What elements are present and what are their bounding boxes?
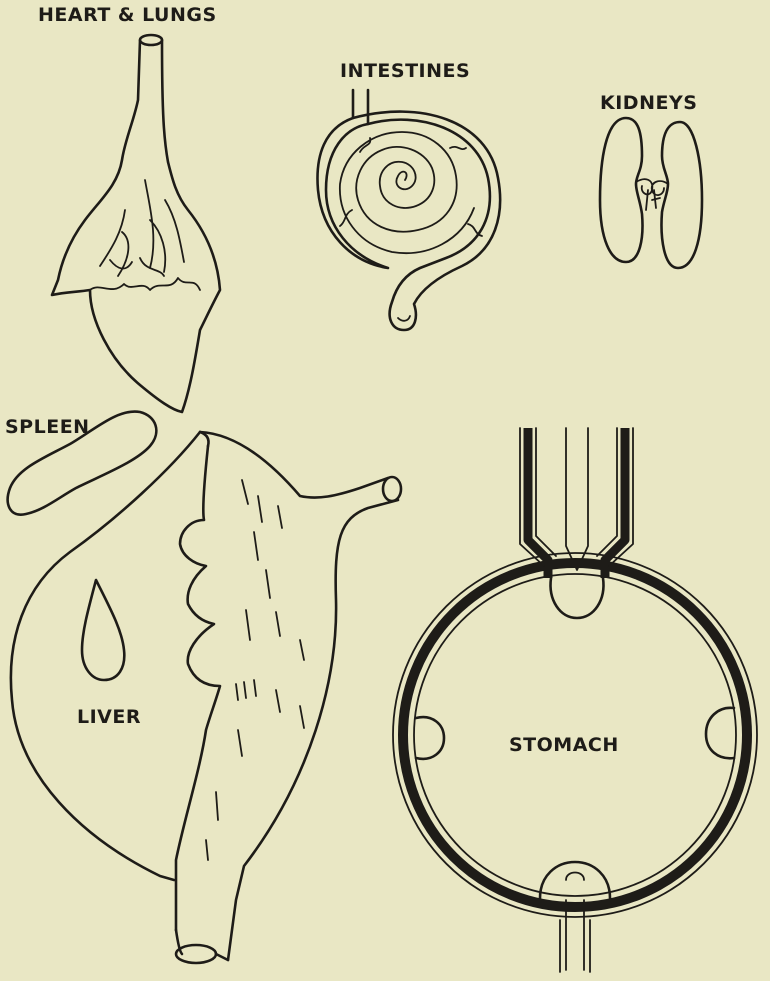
kidneys-label: KIDNEYS <box>600 92 697 114</box>
liver-drawing <box>11 432 401 963</box>
heart-lungs-drawing <box>52 35 220 412</box>
heart-lungs-label: HEART & LUNGS <box>38 4 217 26</box>
intestines-drawing <box>317 90 500 330</box>
intestines-label: INTESTINES <box>340 60 470 82</box>
spleen-label: SPLEEN <box>5 416 90 438</box>
stomach-drawing <box>393 428 757 972</box>
stomach-label: STOMACH <box>509 734 619 756</box>
kidneys-drawing <box>600 118 702 268</box>
liver-label: LIVER <box>77 706 141 728</box>
